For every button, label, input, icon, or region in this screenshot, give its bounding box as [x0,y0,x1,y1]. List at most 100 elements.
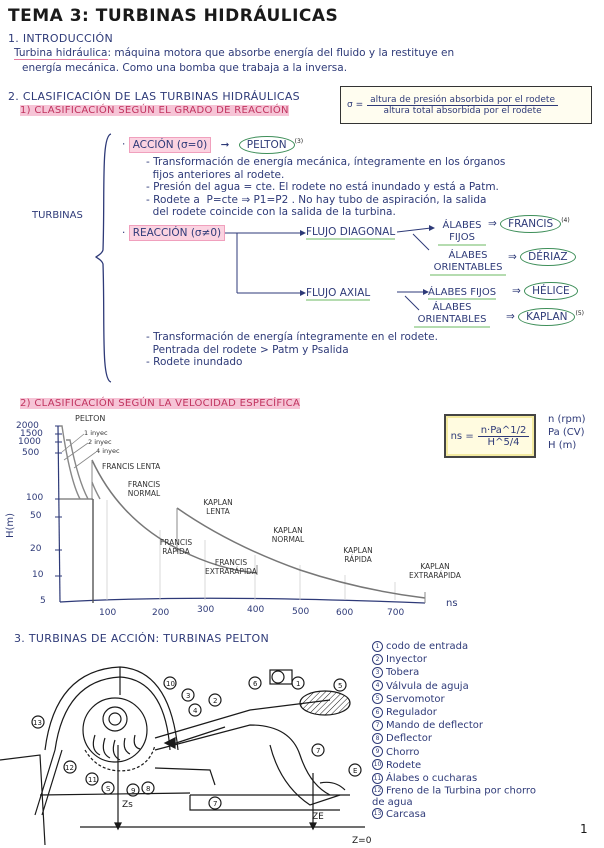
accion-bullet: fijos anteriores al rodete. [146,168,285,181]
accion-row: · ACCIÓN (σ=0) ➞ PELTON(3) [122,135,304,154]
sigma-fraction: altura de presión absorbida por el rodet… [367,95,558,116]
flujo-diagonal-text: FLUJO DIAGONAL [306,226,396,240]
ns-lhs: ns = [450,430,474,442]
alabes-orientables-1-text: ÁLABES ORIENTABLES [430,250,506,276]
label-inyec2: 2 inyec [88,438,112,446]
label-inyec4: 4 inyec [96,447,120,455]
alabes-orientables-2-text: ÁLABES ORIENTABLES [414,302,490,328]
legend-label: Tobera [386,667,420,679]
legend-label: Freno de la Turbina por chorro de agua [372,785,536,808]
francis-result: ⇒ FRANCIS(4) [488,214,570,233]
label-francis-lenta: FRANCIS LENTA [102,462,161,471]
legend-label: Carcasa [386,808,426,820]
y-tick-20: 20 [30,544,42,554]
ns-numerator: n·Pa^1/2 [477,425,530,437]
intro-text: : máquina motora que absorbe energía del… [107,47,455,59]
intro-term: Turbina hidráulica [14,47,108,60]
sigma-denominator: altura total absorbida por el rodete [383,105,542,116]
svg-text:2: 2 [213,697,217,705]
francis-ref: (4) [561,217,570,224]
y-tick-1500: 1500 [20,429,43,439]
legend-number: 5 [372,693,383,705]
legend-number: 3 [372,666,383,678]
sub-heading-velocity-text: 2) CLASIFICACIÓN SEGÚN LA VELOCIDAD ESPE… [20,398,301,409]
legend-label: Inyector [386,654,428,666]
reaccion-bullet: - Transformación de energía íntegramente… [146,331,438,343]
alabes-fijos-1: ÁLABES FIJOS [438,220,486,246]
zs-label: Zs [122,800,133,810]
x-axis-label: ns [446,598,458,609]
svg-text:8: 8 [146,785,150,793]
label-francis-normal: FRANCIS NORMAL [127,480,161,498]
accion-bullets: - Transformación de energía mecánica, ín… [146,156,505,219]
reaccion-row: · REACCIÓN (σ≠0) [122,225,226,241]
legend-label: codo de entrada [386,641,469,652]
pelton-oval: PELTON [238,135,295,154]
sigma-numerator: altura de presión absorbida por el rodet… [367,95,558,106]
intro-line-2: energía mecánica. Como una bomba que tra… [22,62,348,74]
legend-number: 9 [372,746,383,758]
helice-oval: HÉLICE [524,282,578,300]
legend-label: Álabes o cucharas [386,773,478,785]
kaplan-result: ⇒ KAPLAN(5) [506,307,584,326]
svg-text:7: 7 [213,800,217,808]
y-axis-label: H(m) [5,512,17,539]
y-tick-50: 50 [30,511,42,521]
y-tick-10: 10 [32,570,44,580]
legend-number: 8 [372,732,383,744]
legend-label: Chorro [386,746,420,758]
legend-number: 11 [372,772,383,784]
ns-units: n (rpm) Pa (CV) H (m) [548,413,586,452]
reaccion-bullet: - Rodete inundado [146,356,243,368]
y-tick-500: 500 [22,448,40,458]
accion-bullet: - Rodete a P=cte ⇒ P1=P2 . No hay tubo d… [146,193,487,206]
x-tick-200: 200 [152,608,170,618]
accion-bullet: del rodete coincide con la salida de la … [146,206,396,218]
ze-label: ZE [312,812,324,822]
label-kaplan-rapida: KAPLAN RÁPIDA [343,546,373,564]
x-tick-700: 700 [387,608,405,618]
x-tick-400: 400 [247,605,265,615]
reaccion-label: REACCIÓN (σ≠0) [128,225,226,241]
legend-number: 6 [372,706,383,718]
pelton-heading: 3. TURBINAS DE ACCIÓN: TURBINAS PELTON [14,632,270,645]
unit-h: H (m) [548,440,577,451]
svg-text:1: 1 [296,680,300,688]
pelton-turbine-diagram-icon: 10 3 4 2 6 1 5 13 12 11 S 9 8 7 7 E [0,666,365,846]
flujo-axial: FLUJO AXIAL [306,287,371,301]
chart-lines [55,425,426,604]
sub-heading-reaction: 1) CLASIFICACIÓN SEGÚN EL GRADO DE REACC… [20,105,289,116]
label-francis-extrarapida: FRANCIS EXTRARÁPIDA [205,558,257,576]
alabes-fijos-1-text: ÁLABES FIJOS [438,220,486,246]
turbinas-brace-icon [95,133,112,383]
svg-text:7: 7 [316,747,320,755]
page-title: TEMA 3: TURBINAS HIDRÁULICAS [8,6,339,26]
ns-chart: 2000 1500 1000 500 100 50 20 10 5 H(m) 1… [0,410,470,625]
accion-bullet: - Presión del agua = cte. El rodete no e… [146,181,499,193]
svg-text:12: 12 [65,764,74,772]
ns-fraction: n·Pa^1/2 H^5/4 [477,425,530,448]
legend-label: Rodete [386,759,422,771]
branch-arrows-icon [396,225,435,311]
reaccion-bullets: - Transformación de energía íntegramente… [146,331,438,369]
alabes-fijos-2: ÁLABES FIJOS [428,287,497,300]
flujo-diagonal: FLUJO DIAGONAL [306,226,396,240]
classification-heading: 2. CLASIFICACIÓN DE LAS TURBINAS HIDRÁUL… [8,90,300,103]
flujo-axial-text: FLUJO AXIAL [306,287,371,301]
turbinas-label: TURBINAS [32,210,83,221]
legend-number: 4 [372,680,383,692]
pelton-ref: (3) [294,138,304,145]
page-number: 1 [580,822,588,836]
svg-text:5: 5 [338,682,342,690]
sigma-formula-box: σ = altura de presión absorbida por el r… [340,86,592,124]
reaccion-bullet: Pentrada del rodete > Patm y Psalida [146,343,349,356]
arrow-icon: ➞ [220,138,230,151]
